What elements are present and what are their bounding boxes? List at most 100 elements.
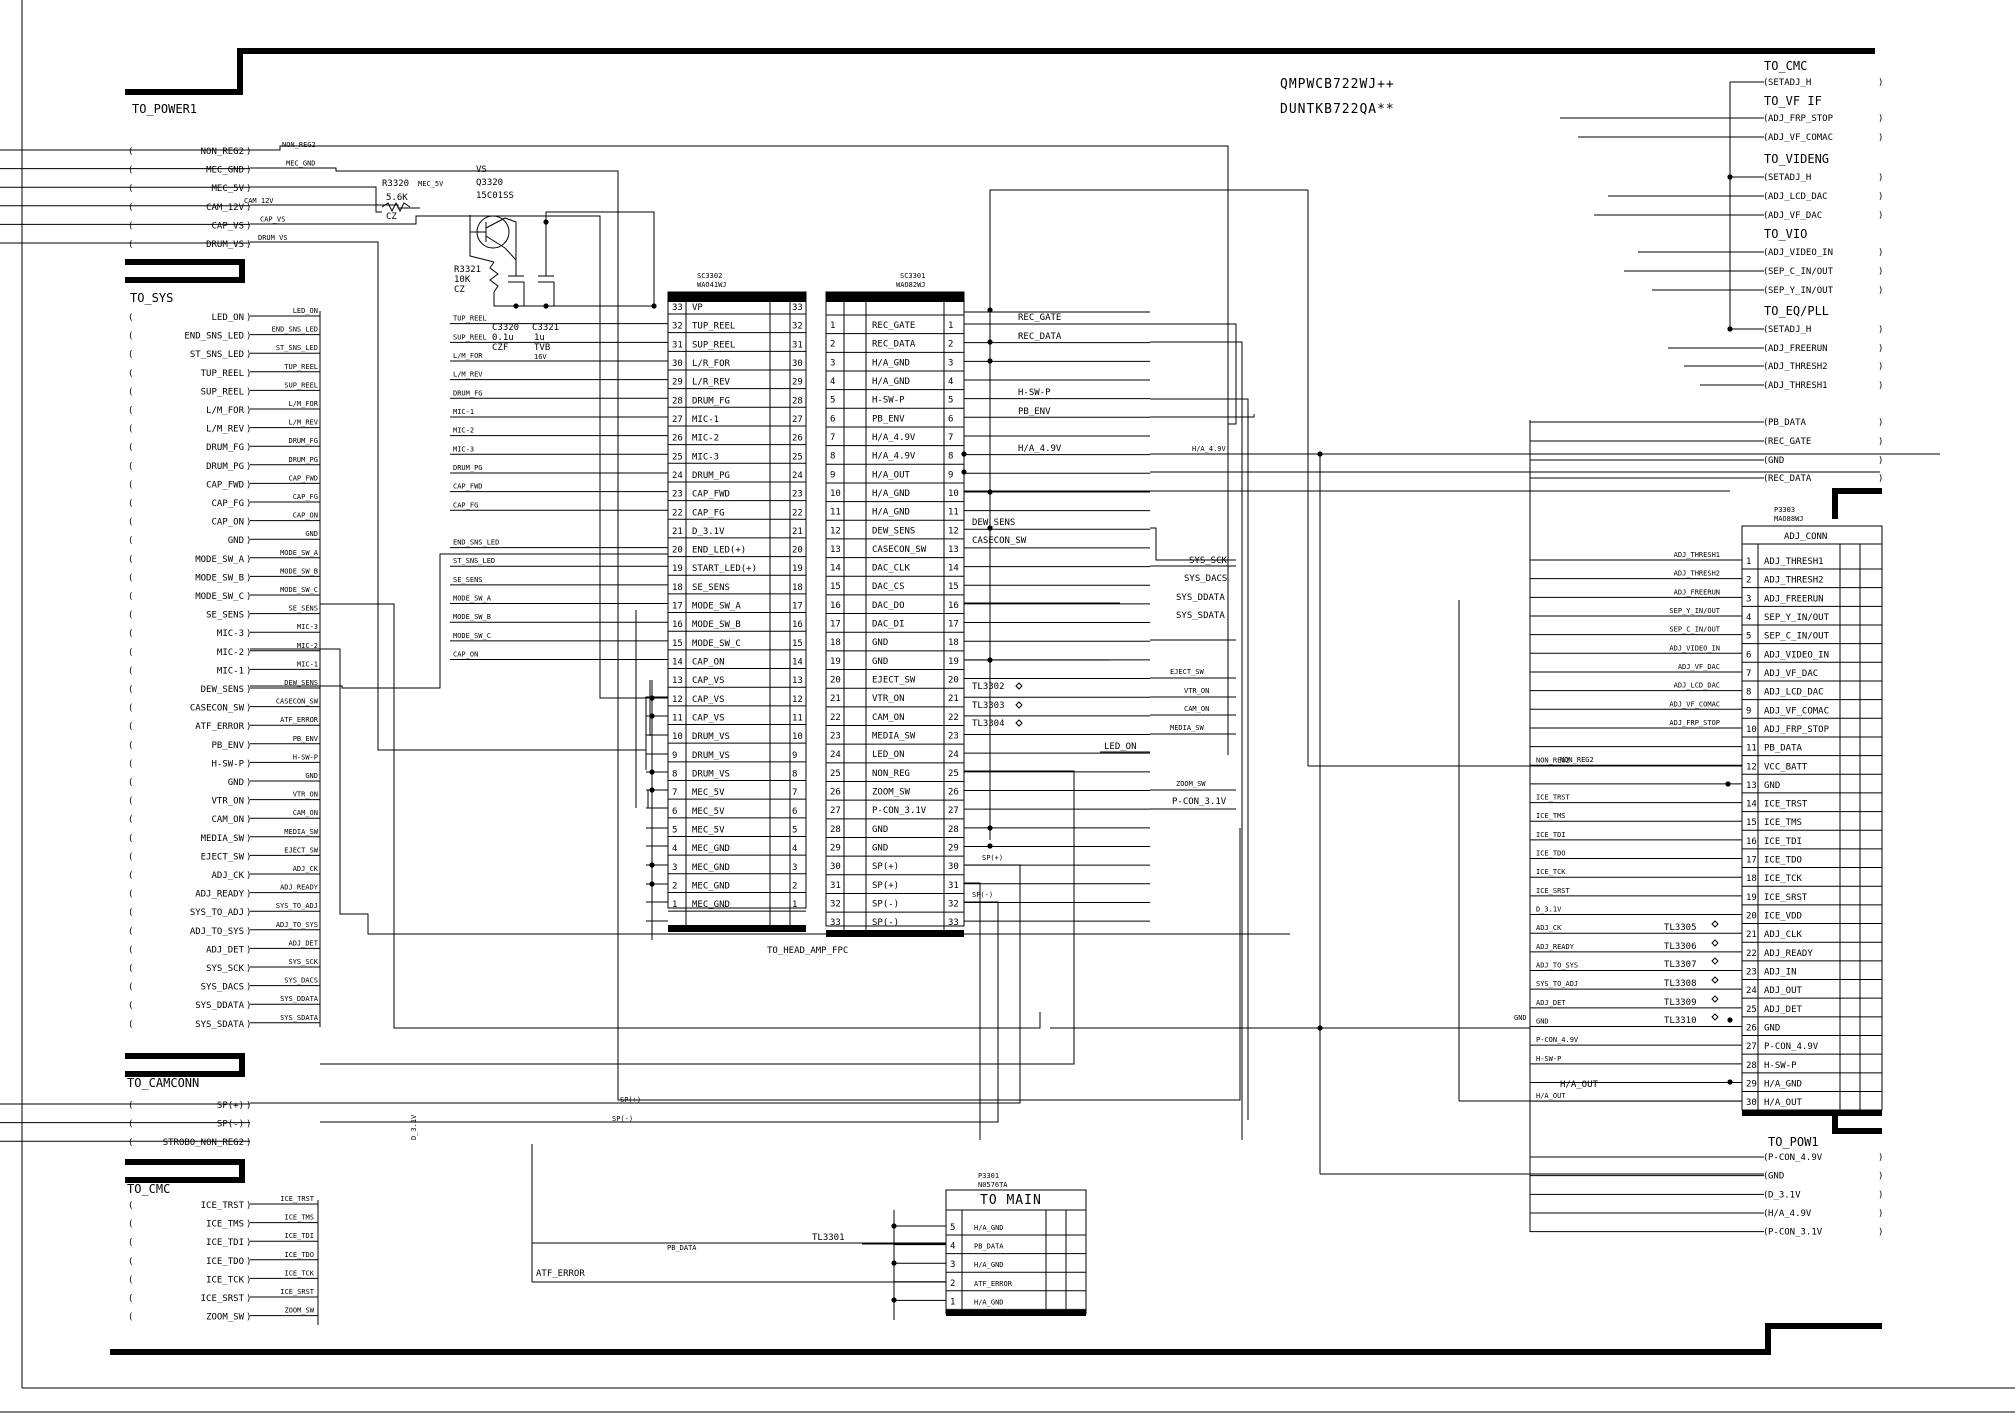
p3303-pin-num: 30 <box>1746 1098 1757 1108</box>
net-label: ICE_TDO <box>284 1251 314 1259</box>
junction-dot <box>987 358 993 364</box>
p3303-pin-num: 11 <box>1746 744 1757 754</box>
paren-open: ( <box>128 1120 133 1130</box>
to-sys-pin: SYS_SDATA <box>195 1020 244 1030</box>
sc3301-pin-num-right: 7 <box>948 433 953 443</box>
sc3302-pin-num-right: 22 <box>792 508 803 518</box>
right-title-eq: TO_EQ/PLL <box>1764 304 1829 318</box>
p3301-ref: P3301 <box>978 1172 999 1180</box>
junction-dot <box>1725 781 1731 787</box>
paren-open: ( <box>128 573 133 583</box>
wl-dew: DEW_SENS <box>972 518 1015 528</box>
sc3302-pin-name: DRUM_VS <box>692 732 730 742</box>
right-vio-pin: ADJ_VIDEO_IN <box>1768 248 1833 258</box>
sc3302-net-label: MODE_SW_A <box>453 595 492 603</box>
net-label: DEW_SENS <box>284 679 318 687</box>
p3303-pin-num: 12 <box>1746 762 1757 772</box>
sc3302-pin-name: END_LED(+) <box>692 546 746 556</box>
right-misc-pin: REC_DATA <box>1768 474 1812 484</box>
wl-spm: SP(-) <box>972 891 993 899</box>
sc3301-pin-num: 12 <box>830 526 841 536</box>
to-power1-title: TO_POWER1 <box>132 102 197 116</box>
sc3301-pin-num-right: 19 <box>948 657 959 667</box>
sc3301-pin-num: 17 <box>830 620 841 630</box>
to-sys-pin: SYS_DDATA <box>195 1001 244 1011</box>
net-label: CAP_VS <box>260 215 285 223</box>
sc3301-pin-num: 4 <box>830 377 835 387</box>
sc3301-pin-num-right: 17 <box>948 620 959 630</box>
paren-open: ( <box>128 480 133 490</box>
sc3301-pin-name: DAC_CLK <box>872 564 911 574</box>
paren-close: ) <box>1878 286 1883 296</box>
wl-rec-data: REC_DATA <box>1018 332 1062 342</box>
p3303-part: MAO88WJ <box>1774 515 1804 523</box>
p3303-pin-name: ADJ_LCD_DAC <box>1764 688 1824 698</box>
sc3301-pin-name: GND <box>872 825 888 835</box>
sc3301-pin-name: H/A_GND <box>872 508 910 518</box>
right-eq-pin: ADJ_FREERUN <box>1768 344 1828 354</box>
p3301-pin-num: 5 <box>950 1223 955 1233</box>
paren-close: ) <box>246 166 251 176</box>
paren-open: ( <box>1763 437 1768 447</box>
sc3302-net-label: CAP_FWD <box>453 483 483 491</box>
sc3302-net-label: SUP_REEL <box>453 333 487 341</box>
sc3302-pin-name: CAP_VS <box>692 714 725 724</box>
sc3301-pin-name: VTR_ON <box>872 694 905 704</box>
sc3301-pin-num: 13 <box>830 545 841 555</box>
sc3302-net-label: L/M_FOR <box>453 352 483 360</box>
sc3302-pin-name: MEC_5V <box>692 807 725 817</box>
sc3301-pin-name: NON_REG <box>872 769 910 779</box>
junction-dot <box>987 339 993 345</box>
sc3301-pin-num-right: 33 <box>948 918 959 928</box>
sc3302-pin-num-left: 33 <box>672 303 683 313</box>
p3303-pin-num: 24 <box>1746 986 1757 996</box>
paren-open: ( <box>128 1275 133 1285</box>
p3303-net-label: ICE_TDI <box>1536 831 1566 839</box>
paren-open: ( <box>128 778 133 788</box>
p3303-net-label: ICE_TRST <box>1536 794 1571 802</box>
sc3302-pin-name: DRUM_PG <box>692 471 730 481</box>
paren-close: ) <box>246 369 251 379</box>
sc3302-pin-name: D_3.1V <box>692 527 725 537</box>
net-label: ZOOM_SW <box>284 1307 314 1315</box>
net-label: ATF_ERROR <box>280 716 319 724</box>
p3303-net-label: ADJ_THRESH2 <box>1674 570 1720 578</box>
junction-dot <box>543 303 549 309</box>
q3320-part: 15C01SS <box>476 191 514 201</box>
right-vf-pin: ADJ_VF_COMAC <box>1768 133 1833 143</box>
p3303-pin-num: 25 <box>1746 1005 1757 1015</box>
to-power1-pin: DRUM_VS <box>206 240 244 250</box>
sc3301-pin-num-right: 23 <box>948 732 959 742</box>
sc3301-pin-name: GND <box>872 843 888 853</box>
p3303-net-label: ICE_TCK <box>1536 868 1566 876</box>
paren-close: ) <box>246 1020 251 1030</box>
sc3302-pin-num-right: 10 <box>792 732 803 742</box>
p3303-pin-num: 2 <box>1746 576 1751 586</box>
paren-close: ) <box>1878 78 1883 88</box>
sc3301-pin-name: SP(+) <box>872 881 899 891</box>
p3303-pin-num: 4 <box>1746 613 1751 623</box>
p3303-net-label: NON_REG2 <box>1536 756 1570 764</box>
p3303-pin-num: 10 <box>1746 725 1757 735</box>
paren-close: ) <box>246 518 251 528</box>
paren-open: ( <box>128 462 133 472</box>
to-sys-pin: MODE_SW_B <box>195 573 244 583</box>
wl-nonreg2: NON_REG2 <box>1560 756 1594 764</box>
paren-close: ) <box>246 1275 251 1285</box>
sc3302-pin-num-left: 24 <box>672 471 683 481</box>
to-camconn-pin: STROBO_NON_REG2 <box>163 1138 244 1148</box>
p3303-net-label: ICE_TMS <box>1536 812 1566 820</box>
sc3302-pin-num-right: 16 <box>792 620 803 630</box>
sc3302-pin-num-right: 27 <box>792 415 803 425</box>
sc3301-pin-name: H/A_OUT <box>872 470 911 480</box>
paren-open: ( <box>1763 418 1768 428</box>
net-label: L/M_FOR <box>288 400 318 408</box>
p3303-pin-name: VCC_BATT <box>1764 762 1808 772</box>
sc3302-pin-num-left: 20 <box>672 546 683 556</box>
p3301-pin-name: ATF_ERROR <box>974 1280 1013 1288</box>
sc3302-pin-num-left: 9 <box>672 751 677 761</box>
net-label: MODE_SW_B <box>280 567 318 575</box>
sc3302-net-label: MODE_SW_B <box>453 613 491 621</box>
sc3301-pin-num: 21 <box>830 694 841 704</box>
p3303-pin-num: 21 <box>1746 930 1757 940</box>
